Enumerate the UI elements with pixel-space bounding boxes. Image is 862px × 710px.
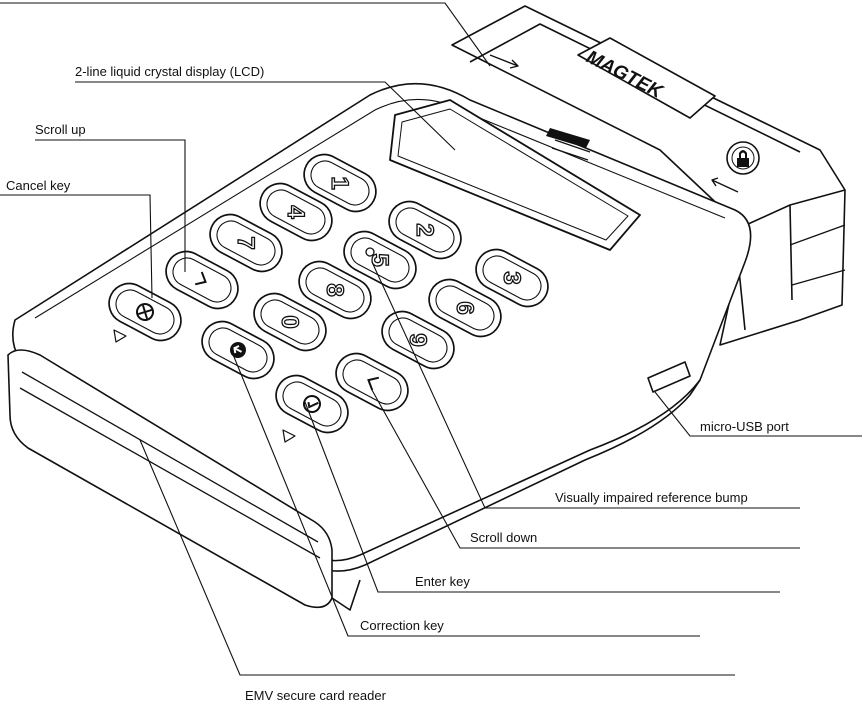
leader-enter <box>304 401 780 593</box>
reference-bump <box>365 247 375 257</box>
key-6-label: 6 <box>451 301 478 314</box>
key-8-face[interactable] <box>301 263 369 317</box>
card-reader-slot <box>19 371 321 559</box>
slot-indicator <box>546 128 590 148</box>
key-1-label: 1 <box>326 176 353 189</box>
card-slot <box>789 224 846 286</box>
leader-correction <box>231 351 700 637</box>
label-cancel-key: Cancel key <box>6 178 71 193</box>
key-8-label: 8 <box>321 283 348 296</box>
lcd-inner <box>397 108 629 241</box>
key-6-face[interactable] <box>431 281 499 335</box>
check-icon <box>307 401 319 409</box>
leader-usb <box>654 391 862 437</box>
key-2-face[interactable] <box>391 203 459 257</box>
label-card-reader: EMV secure card reader <box>245 688 387 703</box>
key-0-face[interactable] <box>256 295 324 349</box>
label-lcd: 2-line liquid crystal display (LCD) <box>75 64 264 79</box>
key-2[interactable]: 2 <box>382 195 468 266</box>
callout-labels: 2-line liquid crystal display (LCD) Scro… <box>6 64 789 703</box>
key-9[interactable]: 9 <box>375 305 461 376</box>
key-scroll-down[interactable] <box>329 347 415 418</box>
triangle-marker-icon <box>113 329 127 343</box>
back-arrow-icon <box>233 345 243 354</box>
key-scroll-up-face[interactable] <box>168 253 236 307</box>
key-scroll-up[interactable] <box>159 245 245 316</box>
key-enter[interactable] <box>269 369 355 440</box>
key-correction[interactable] <box>195 315 281 386</box>
chevron-down-icon <box>367 376 380 391</box>
key-3-face[interactable] <box>478 251 546 305</box>
triangle-marker-icon-2 <box>282 429 296 443</box>
slot-indicator-lines <box>551 139 591 161</box>
key-2-label: 2 <box>411 223 438 236</box>
key-enter-face[interactable] <box>278 377 346 431</box>
callout-leaders <box>0 2 862 676</box>
key-1[interactable]: 1 <box>297 148 383 219</box>
card-reader-device <box>7 5 846 611</box>
label-enter-key: Enter key <box>415 574 470 589</box>
rear-housing-top-ridge <box>469 23 801 153</box>
key-6[interactable]: 6 <box>422 273 508 344</box>
label-micro-usb: micro-USB port <box>700 419 789 434</box>
key-9-face[interactable] <box>384 313 452 367</box>
key-1-face[interactable] <box>306 156 374 210</box>
cancel-icon <box>137 304 153 320</box>
leader-swipe <box>0 2 491 67</box>
chevron-up-icon <box>194 271 207 286</box>
swipe-arrow-icon-2 <box>711 177 739 193</box>
logo-plate <box>577 37 716 119</box>
lock-icon <box>737 150 749 167</box>
key-7-face[interactable] <box>212 216 280 270</box>
key-5-face[interactable] <box>346 233 414 287</box>
key-7[interactable]: 7 <box>203 208 289 279</box>
key-4-face[interactable] <box>262 185 330 239</box>
key-7-label: 7 <box>232 236 259 249</box>
label-correction-key: Correction key <box>360 618 444 633</box>
key-3[interactable]: 3 <box>469 243 555 314</box>
leader-bump <box>371 261 800 509</box>
card-reader-bottom-edge <box>331 579 361 611</box>
key-4-label: 4 <box>282 205 309 219</box>
micro-usb-notch <box>647 361 691 393</box>
swipe-arrow-icon <box>489 54 519 69</box>
key-0[interactable]: 0 <box>247 287 333 358</box>
leader-card-reader <box>139 439 735 676</box>
leader-cancel <box>0 194 153 299</box>
lcd-window <box>389 99 641 251</box>
label-reference-bump: Visually impaired reference bump <box>555 490 748 505</box>
key-cancel[interactable] <box>102 277 188 348</box>
key-4[interactable]: 4 <box>253 177 339 248</box>
key-scroll-down-face[interactable] <box>338 355 406 409</box>
label-scroll-up: Scroll up <box>35 122 86 137</box>
leader-scroll-up <box>35 139 186 272</box>
key-9-label: 9 <box>404 333 431 346</box>
cancel-icon-ring <box>136 303 154 321</box>
key-3-label: 3 <box>498 271 525 284</box>
leader-scroll-down <box>371 389 800 549</box>
label-scroll-down: Scroll down <box>470 530 537 545</box>
key-0-label: 0 <box>276 315 303 328</box>
key-8[interactable]: 8 <box>292 255 378 326</box>
leader-lcd <box>75 81 456 151</box>
